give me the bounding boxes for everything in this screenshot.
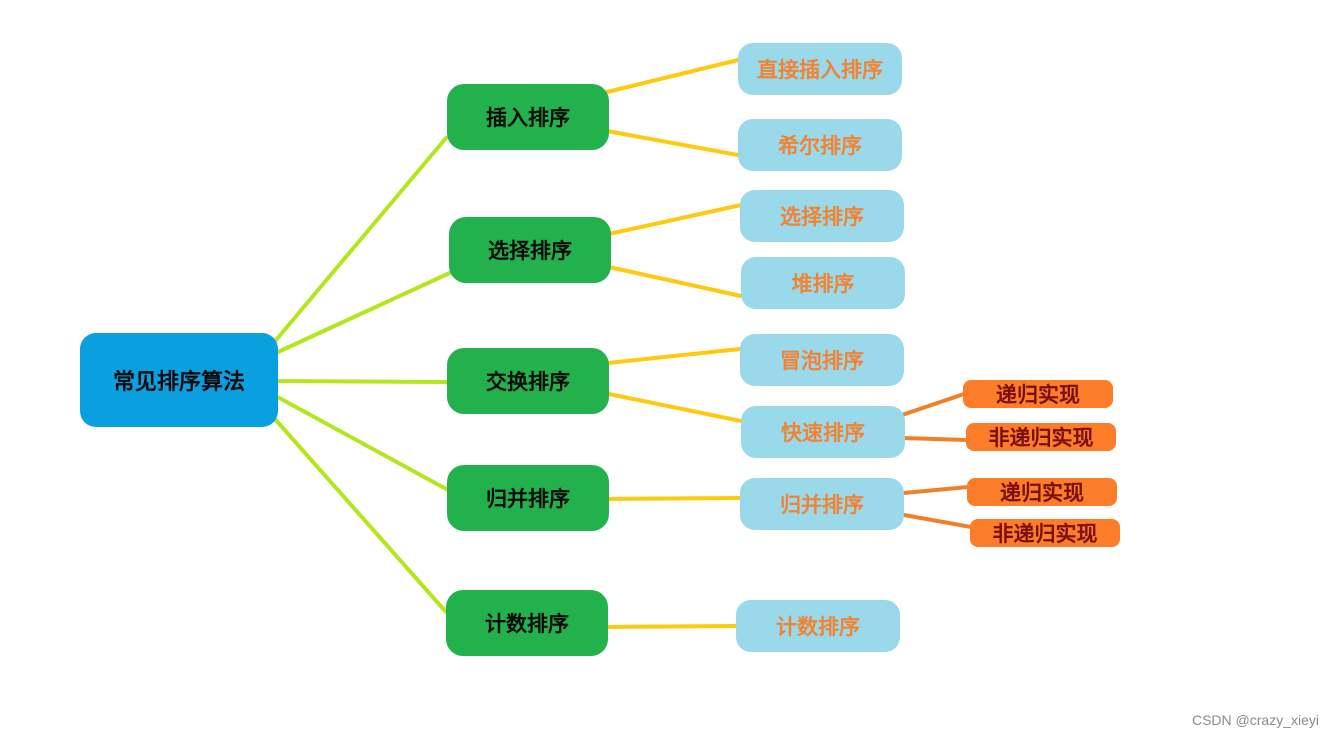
connector-counting-counting	[605, 624, 738, 629]
algorithm-node-shell-sort: 希尔排序	[738, 119, 902, 171]
connector-exchange-quick	[607, 392, 743, 423]
algorithm-node-selection-sort: 选择排序	[740, 190, 904, 242]
connector-root-selection	[276, 269, 456, 354]
connector-root-exchange	[270, 379, 450, 384]
connector-merge-merge	[605, 496, 742, 501]
implementation-node-quick-non-recursive: 非递归实现	[966, 423, 1116, 451]
implementation-node-quick-recursive: 递归实现	[963, 380, 1113, 408]
algorithm-node-bubble-sort: 冒泡排序	[740, 334, 904, 386]
connector-root-merge	[270, 392, 450, 492]
category-node-selection-sort: 选择排序	[449, 217, 611, 283]
algorithm-node-straight-insertion: 直接插入排序	[738, 43, 902, 95]
implementation-node-merge-recursive: 递归实现	[967, 478, 1117, 506]
algorithm-node-heap-sort: 堆排序	[741, 257, 905, 309]
connector-selection-heap	[607, 265, 743, 298]
category-node-insertion-sort: 插入排序	[447, 84, 609, 150]
watermark: CSDN @crazy_xieyi	[1191, 712, 1319, 728]
algorithm-node-quick-sort: 快速排序	[741, 406, 905, 458]
root-node-sorting-algorithms: 常见排序算法	[80, 333, 278, 427]
connector-root-insertion	[274, 136, 448, 342]
category-node-exchange-sort: 交换排序	[447, 348, 609, 414]
connector-root-counting	[272, 416, 448, 614]
connector-insertion-straight	[605, 58, 740, 94]
connector-exchange-bubble	[606, 347, 742, 365]
connector-merge-recursive	[902, 485, 970, 495]
implementation-node-merge-non-recursive: 非递归实现	[970, 519, 1120, 547]
connector-quick-recursive	[900, 392, 966, 417]
connector-insertion-shell	[605, 129, 740, 157]
connector-quick-non-recursive	[900, 436, 969, 442]
category-node-merge-sort: 归并排序	[447, 465, 609, 531]
connector-merge-non-recursive	[902, 513, 973, 529]
connector-selection-selection	[607, 203, 743, 236]
algorithm-node-counting-sort: 计数排序	[736, 600, 900, 652]
algorithm-node-merge-sort: 归并排序	[740, 478, 904, 530]
category-node-counting-sort: 计数排序	[446, 590, 608, 656]
